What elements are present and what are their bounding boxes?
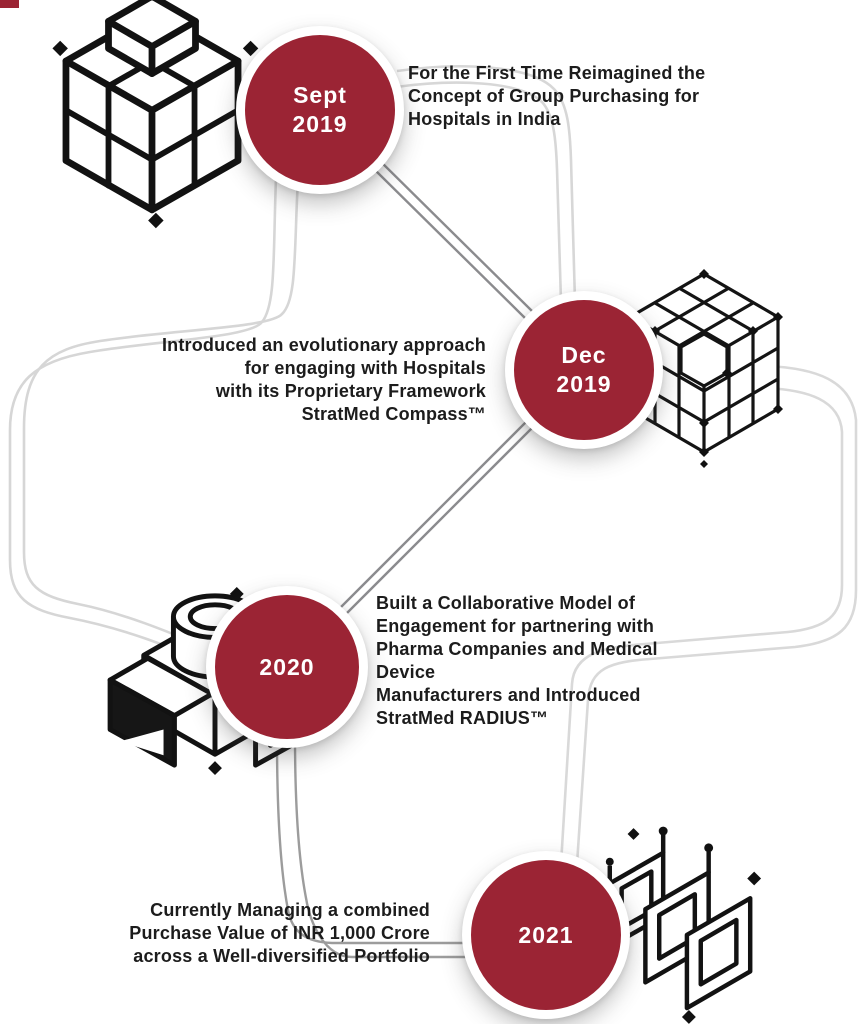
milestone-date-line: 2020	[259, 653, 315, 680]
connector-sept-to-dec-curve	[395, 65, 577, 303]
milestone-description-2020: Built a Collaborative Model of Engagemen…	[376, 592, 721, 730]
connector-right-loop	[559, 364, 858, 865]
description-line: Built a Collaborative Model of	[376, 593, 636, 613]
milestone-description-2021: Currently Managing a combined Purchase V…	[88, 899, 430, 968]
description-line: with its Proprietary Framework	[215, 381, 486, 401]
milestone-date-line: Sept	[293, 82, 347, 108]
description-line: StratMed RADIUS™	[376, 708, 549, 728]
isometric-frames-illustration	[605, 826, 762, 1024]
description-line: Engagement for partnering with	[376, 616, 655, 636]
milestone-node-2020: 2020	[206, 586, 368, 748]
description-line: Hospitals in India	[408, 109, 561, 129]
red-corner-fragment	[0, 0, 19, 8]
milestone-node-dec-2019: Dec 2019	[505, 291, 663, 449]
description-line: StratMed Compass™	[301, 404, 486, 424]
milestone-description-dec-2019: Introduced an evolutionary approach for …	[118, 334, 486, 426]
connector-left-loop	[8, 177, 300, 671]
milestone-node-sept-2019: Sept 2019	[236, 26, 404, 194]
connector-sept-to-dec-diagonal	[372, 160, 535, 321]
connector-2020-to-2021-curve	[275, 735, 474, 959]
description-line: across a Well-diversified Portfolio	[133, 946, 430, 966]
description-line: Pharma Companies and Medical Device	[376, 639, 658, 682]
description-line: For the First Time Reimagined the	[408, 63, 706, 83]
milestone-date-line: Dec	[561, 342, 607, 368]
milestone-node-2021: 2021	[462, 851, 630, 1019]
description-line: Manufacturers and Introduced	[376, 685, 641, 705]
node-dots	[605, 826, 762, 1024]
diamond-accents	[52, 40, 263, 229]
milestone-description-sept-2019: For the First Time Reimagined the Concep…	[408, 62, 758, 131]
connector-dec-to-2020-diagonal	[340, 421, 533, 614]
milestone-date-line: 2019	[292, 111, 348, 137]
node-dots	[625, 269, 783, 468]
milestone-date-line: 2021	[518, 921, 574, 948]
description-line: Purchase Value of INR 1,000 Crore	[129, 923, 430, 943]
description-line: Introduced an evolutionary approach	[161, 335, 486, 355]
milestone-date-line: 2019	[556, 371, 612, 397]
description-line: Currently Managing a combined	[150, 900, 430, 920]
isometric-cubes-cluster-illustration	[52, 0, 263, 229]
description-line: for engaging with Hospitals	[244, 358, 486, 378]
description-line: Concept of Group Purchasing for	[408, 86, 700, 106]
